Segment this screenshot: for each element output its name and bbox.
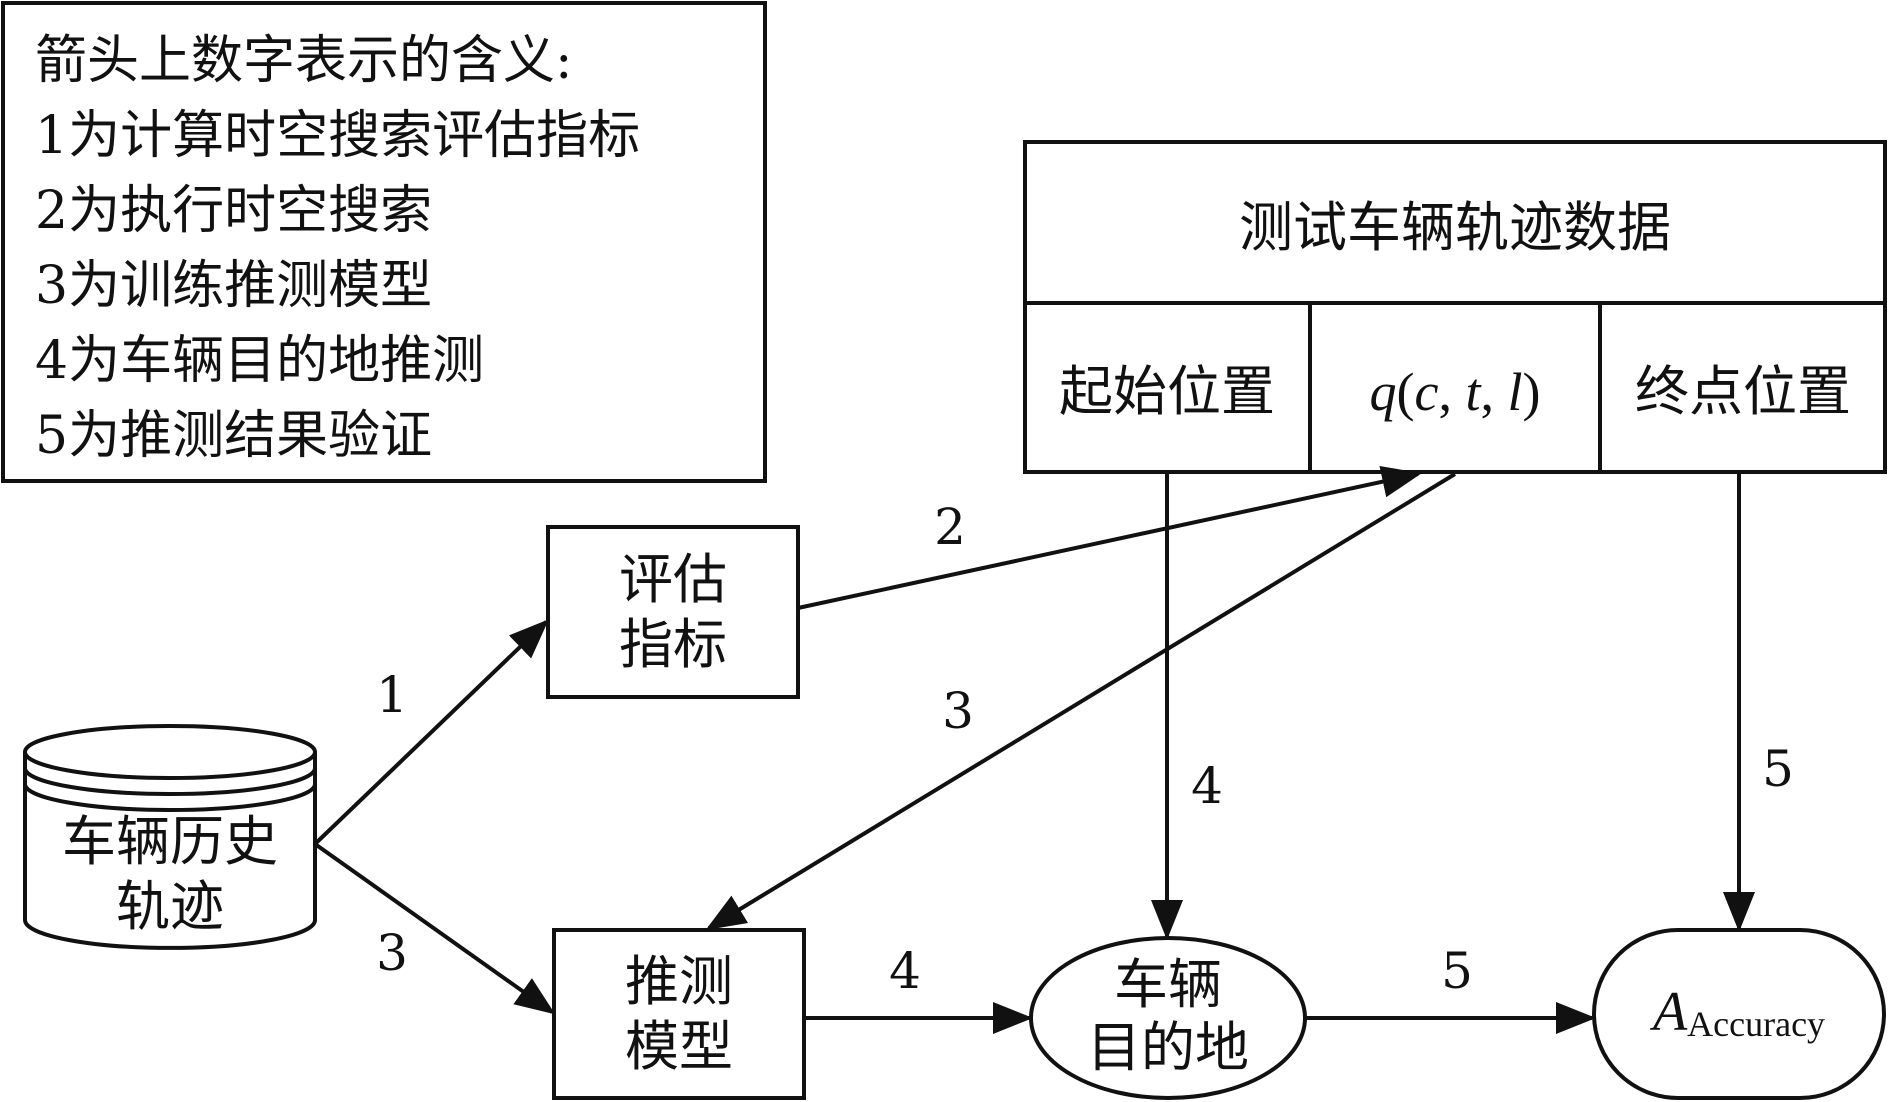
destination-label-1: 车辆 [1114,953,1222,1016]
edge-history-to-model [313,842,556,1015]
edge-label-history-to-model: 3 [376,924,408,982]
edge-label-query-to-model: 3 [942,682,974,740]
edge-history-to-metric [313,619,549,846]
legend-line-5: 5为推测结果验证 [35,406,432,466]
legend-title: 箭头上数字表示的含义: [35,31,573,91]
history-label-2: 轨迹 [116,875,224,938]
edge-label-destination-to-accuracy: 5 [1441,942,1473,1000]
end-position-cell: 终点位置 [1635,360,1851,423]
legend-line-2: 2为执行时空搜索 [35,181,432,241]
vehicle-destination-node: 车辆 目的地 [1029,936,1307,1100]
prediction-model-node: 推测 模型 [552,928,806,1100]
edge-label-model-to-destination: 4 [889,942,921,1000]
edge-label-history-to-metric: 1 [376,666,408,724]
test-data-title: 测试车辆轨迹数据 [1239,196,1671,259]
edge-label-metric-to-query: 2 [934,498,966,556]
query-cell: q(c, t, l) [1370,362,1541,422]
metric-label-1: 评估 [619,548,727,611]
metric-label-2: 指标 [619,613,727,676]
legend-line-1: 1为计算时空搜索评估指标 [35,106,640,166]
edge-query-to-model [705,472,1457,931]
history-database-node: 车辆历史 轨迹 [23,724,317,950]
edge-metric-to-query [797,465,1422,610]
legend-line-4: 4为车辆目的地推测 [35,331,484,391]
history-label-1: 车辆历史 [62,810,278,873]
destination-label-2: 目的地 [1087,1016,1249,1079]
model-label-2: 模型 [625,1015,733,1078]
edge-label-start-to-destination: 4 [1191,757,1223,815]
legend-line-3: 3为训练推测模型 [35,256,432,316]
start-position-cell: 起始位置 [1059,360,1275,423]
accuracy-node: AAccuracy [1592,928,1886,1100]
evaluation-metric-node: 评估 指标 [546,525,800,699]
edge-label-end-to-accuracy: 5 [1762,740,1794,798]
accuracy-label: AAccuracy [1649,981,1825,1044]
legend-box: 箭头上数字表示的含义: 1为计算时空搜索评估指标 2为执行时空搜索 3为训练推测… [1,1,767,483]
test-data-table: 测试车辆轨迹数据 起始位置 q(c, t, l) 终点位置 [1023,140,1887,474]
model-label-1: 推测 [625,950,733,1013]
